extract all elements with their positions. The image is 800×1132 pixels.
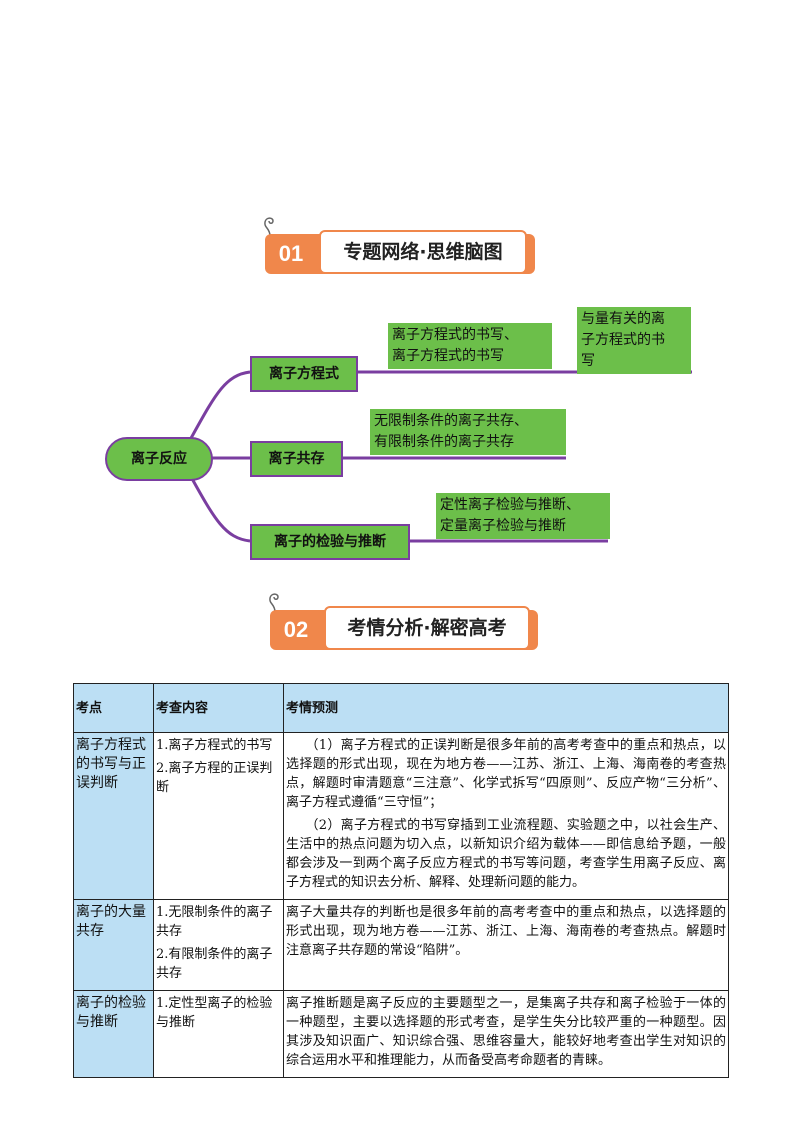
curl-decoration-icon xyxy=(269,593,279,613)
content-item: 2.离子方程的正误判断 xyxy=(156,761,273,795)
branch-ion-test-inference: 离子的检验与推断 xyxy=(250,524,410,560)
detail-line: 离子方程式的书写 xyxy=(392,348,504,364)
prediction-paragraph: 离子推断题是离子反应的主要题型之一，是集离子共存和离子检验于一体的一种题型，主要… xyxy=(286,996,726,1068)
row-point: 离子方程式的书写与正误判断 xyxy=(73,732,154,900)
detail-line: 定量离子检验与推断 xyxy=(440,518,566,534)
header-content: 考查内容 xyxy=(153,683,284,733)
content-item: 1.无限制条件的离子共存 xyxy=(156,905,273,939)
prediction-paragraph: （2）离子方程式的书写穿插到工业流程题、实验题之中，以社会生产、生活中的热点问题… xyxy=(286,818,726,890)
row-content: 1.离子方程式的书写 2.离子方程的正误判断 xyxy=(153,732,284,900)
section-banner-mindmap: 01 专题网络·思维脑图 xyxy=(264,217,535,276)
section-title: 考情分析·解密高考 xyxy=(324,606,530,650)
table-row: 离子的检验与推断 1.定性型离子的检验与推断 离子推断题是离子反应的主要题型之一… xyxy=(73,990,729,1078)
row-prediction: 离子大量共存的判断也是很多年前的高考考查中的重点和热点，以选择题的形式出现，现为… xyxy=(283,899,729,991)
detail-line: 无限制条件的离子共存、 xyxy=(374,413,528,429)
row-point: 离子的检验与推断 xyxy=(73,990,154,1078)
section-number: 02 xyxy=(283,617,309,642)
curl-decoration-icon xyxy=(264,217,274,237)
detail-line: 有限制条件的离子共存 xyxy=(374,434,514,450)
row-prediction: 离子推断题是离子反应的主要题型之一，是集离子共存和离子检验于一体的一种题型，主要… xyxy=(283,990,729,1078)
header-prediction: 考情预测 xyxy=(283,683,729,733)
section-title: 专题网络·思维脑图 xyxy=(319,230,527,274)
detail-ion-coexistence: 无限制条件的离子共存、 有限制条件的离子共存 xyxy=(370,409,566,455)
branch-ion-coexistence: 离子共存 xyxy=(250,441,343,477)
row-prediction: （1）离子方程式的正误判断是很多年前的高考考查中的重点和热点，以选择题的形式出现… xyxy=(283,732,729,900)
prediction-paragraph: （1）离子方程式的正误判断是很多年前的高考考查中的重点和热点，以选择题的形式出现… xyxy=(286,738,726,810)
detail-line: 离子方程式的书写、 xyxy=(392,327,518,343)
exam-analysis-table: 考点 考查内容 考情预测 离子方程式的书写与正误判断 1.离子方程式的书写 2.… xyxy=(73,683,729,1078)
section-banner-exam-analysis: 02 考情分析·解密高考 xyxy=(269,593,538,652)
detail-line: 子方程式的书 xyxy=(581,332,665,348)
row-content: 1.无限制条件的离子共存 2.有限制条件的离子共存 xyxy=(153,899,284,991)
detail-ionic-equation: 离子方程式的书写、 离子方程式的书写 xyxy=(388,323,552,369)
table-row: 离子的大量共存 1.无限制条件的离子共存 2.有限制条件的离子共存 离子大量共存… xyxy=(73,899,729,991)
mindmap-connectors xyxy=(188,370,692,543)
row-point: 离子的大量共存 xyxy=(73,899,154,991)
branch-ionic-equation: 离子方程式 xyxy=(250,356,358,392)
detail-ion-test: 定性离子检验与推断、 定量离子检验与推断 xyxy=(436,493,610,539)
prediction-paragraph: 离子大量共存的判断也是很多年前的高考考查中的重点和热点，以选择题的形式出现，现为… xyxy=(286,905,726,958)
detail-line: 与量有关的离 xyxy=(581,311,665,327)
mindmap-root: 离子反应 xyxy=(105,437,213,481)
content-item: 1.离子方程式的书写 xyxy=(156,738,273,753)
content-item: 1.定性型离子的检验与推断 xyxy=(156,996,273,1030)
table-row: 离子方程式的书写与正误判断 1.离子方程式的书写 2.离子方程的正误判断 （1）… xyxy=(73,732,729,900)
subdetail-quantity-equation: 与量有关的离 子方程式的书 写 xyxy=(577,307,691,374)
content-item: 2.有限制条件的离子共存 xyxy=(156,947,273,981)
header-point: 考点 xyxy=(73,683,154,733)
detail-line: 定性离子检验与推断、 xyxy=(440,497,580,513)
row-content: 1.定性型离子的检验与推断 xyxy=(153,990,284,1078)
table-header-row: 考点 考查内容 考情预测 xyxy=(73,683,729,733)
detail-line: 写 xyxy=(581,353,595,369)
section-number: 01 xyxy=(278,241,304,266)
